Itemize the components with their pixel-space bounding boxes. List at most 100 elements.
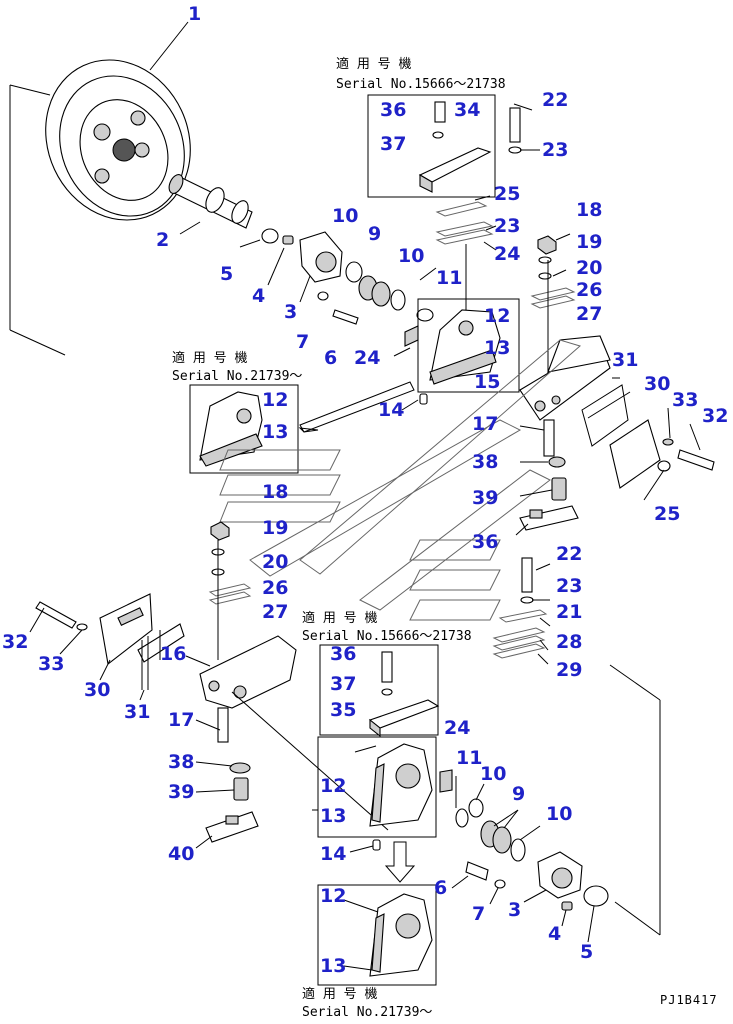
callout-label: 22: [556, 543, 582, 565]
callout-label: 3: [284, 301, 297, 323]
serial-box-bottom: [317, 884, 437, 986]
callout-label: 10: [332, 205, 358, 227]
callout-label: 17: [472, 413, 498, 435]
callout-label: 24: [354, 347, 380, 369]
right-lower-fasteners: [492, 557, 661, 936]
left-lower-fasteners: [35, 521, 252, 690]
callout-label: 19: [262, 517, 288, 539]
callout-label: 2: [156, 229, 169, 251]
callout-label: 7: [472, 903, 485, 925]
callout-label: 10: [480, 763, 506, 785]
callout-label: 11: [436, 267, 462, 289]
callout-label: 15: [474, 371, 500, 393]
callout-label: 33: [672, 389, 698, 411]
callout-label: 40: [168, 843, 194, 865]
callout-label: 12: [320, 885, 346, 907]
callout-label: 17: [168, 709, 194, 731]
callout-label: 27: [262, 601, 288, 623]
serial-note-top: 適 用 号 機 Serial No.15666～21738: [336, 56, 506, 92]
callout-label: 4: [252, 285, 265, 307]
callout-label: 25: [654, 503, 680, 525]
callout-label: 19: [576, 231, 602, 253]
callout-label: 39: [168, 781, 194, 803]
callout-label: 33: [38, 653, 64, 675]
callout-label: 5: [220, 263, 233, 285]
callout-label: 7: [296, 331, 309, 353]
callout-label: 23: [556, 575, 582, 597]
serial-box-top: [367, 94, 496, 198]
svg-text:適 用 号 機: 適 用 号 機: [172, 350, 247, 366]
callout-label: 13: [262, 421, 288, 443]
svg-text:Serial No.15666～21738: Serial No.15666～21738: [302, 629, 472, 644]
callout-label: 22: [542, 89, 568, 111]
serial-box-left: [189, 381, 415, 474]
svg-text:適 用 号 機: 適 用 号 機: [302, 986, 377, 1002]
callout-label: 27: [576, 303, 602, 325]
callout-label: 11: [456, 747, 482, 769]
callout-label: 6: [324, 347, 337, 369]
callout-label: 16: [160, 643, 186, 665]
callout-label: 13: [320, 955, 346, 977]
callout-label: 32: [702, 405, 728, 427]
callout-label: 28: [556, 631, 582, 653]
callout-numbers: 1 2 5 4 3 10 9 10 11 7 6 24 36 34 37 22 …: [2, 3, 728, 977]
callout-label: 37: [380, 133, 406, 155]
guide-frame: [519, 335, 715, 531]
serial-note-bottom: 適 用 号 機 Serial No.21739～: [302, 986, 432, 1020]
serial-box-lower: [319, 644, 440, 738]
callout-label: 31: [124, 701, 150, 723]
svg-text:Serial No.21739～: Serial No.21739～: [302, 1005, 432, 1020]
callout-label: 30: [644, 373, 670, 395]
callout-label: 38: [168, 751, 194, 773]
leader-lines: [29, 21, 701, 971]
callout-label: 31: [612, 349, 638, 371]
lower-guide-frame: [199, 635, 389, 843]
callout-label: 37: [330, 673, 356, 695]
callout-label: 12: [320, 775, 346, 797]
callout-label: 32: [2, 631, 28, 653]
callout-label: 20: [262, 551, 288, 573]
svg-text:Serial No.15666～21738: Serial No.15666～21738: [336, 77, 506, 92]
callout-label: 18: [576, 199, 602, 221]
callout-label: 13: [484, 337, 510, 359]
callout-label: 5: [580, 941, 593, 963]
callout-label: 14: [320, 843, 346, 865]
callout-label: 12: [262, 389, 288, 411]
callout-label: 3: [508, 899, 521, 921]
callout-label: 25: [494, 183, 520, 205]
callout-label: 36: [330, 643, 356, 665]
callout-label: 24: [444, 717, 470, 739]
callout-label: 36: [380, 99, 406, 121]
callout-label: 38: [472, 451, 498, 473]
shaft-assembly: [168, 174, 434, 325]
callout-label: 34: [454, 99, 480, 121]
grey-outline-guides: [219, 339, 582, 621]
callout-label: 29: [556, 659, 582, 681]
callout-label: 23: [542, 139, 568, 161]
callout-label: 6: [434, 877, 447, 899]
lower-hub-assembly: [455, 798, 609, 911]
callout-label: 20: [576, 257, 602, 279]
callout-label: 24: [494, 243, 520, 265]
serial-note-left: 適 用 号 機 Serial No.21739～: [172, 350, 302, 384]
callout-label: 9: [368, 223, 381, 245]
callout-label: 36: [472, 531, 498, 553]
callout-label: 18: [262, 481, 288, 503]
lower-support-box: [317, 736, 453, 883]
callout-label: 14: [378, 399, 404, 421]
callout-label: 35: [330, 699, 356, 721]
drawing-code: PJ1B417: [660, 993, 718, 1007]
callout-label: 4: [548, 923, 561, 945]
svg-text:Serial No.21739～: Serial No.21739～: [172, 369, 302, 384]
idler-wheel: [9, 59, 191, 356]
callout-label: 30: [84, 679, 110, 701]
svg-text:適 用 号 機: 適 用 号 機: [336, 56, 411, 72]
callout-label: 21: [556, 601, 582, 623]
serial-note-mid: 適 用 号 機 Serial No.15666～21738: [302, 610, 472, 644]
callout-label: 26: [576, 279, 602, 301]
callout-label: 10: [546, 803, 572, 825]
callout-label: 12: [484, 305, 510, 327]
callout-label: 39: [472, 487, 498, 509]
callout-label: 9: [512, 783, 525, 805]
